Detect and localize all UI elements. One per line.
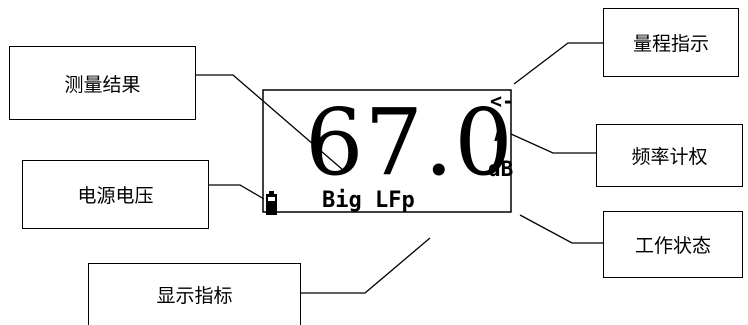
label-measurement-result: 测量结果 (9, 46, 196, 120)
status-text: Big LFp (322, 188, 415, 213)
leader-line-measurement (195, 74, 344, 171)
label-frequency-weighting: 频率计权 (596, 124, 743, 187)
battery-icon (266, 191, 277, 215)
leader-line-range (513, 42, 604, 85)
unit-label: dB (488, 157, 514, 181)
lcd-screen (262, 89, 512, 213)
label-working-status: 工作状态 (603, 211, 743, 278)
leader-line-display (300, 237, 431, 294)
weighting-indicator: A (494, 125, 505, 146)
label-power-voltage: 电源电压 (22, 160, 209, 229)
range-arrow: <- (490, 89, 515, 113)
measurement-reading: 67.0 (305, 89, 514, 196)
label-range-indicator: 量程指示 (603, 8, 739, 77)
leader-line-power (208, 184, 265, 200)
leader-line-status (519, 214, 604, 244)
label-display-indicator: 显示指标 (88, 263, 301, 325)
leader-line-weighting (510, 133, 596, 154)
